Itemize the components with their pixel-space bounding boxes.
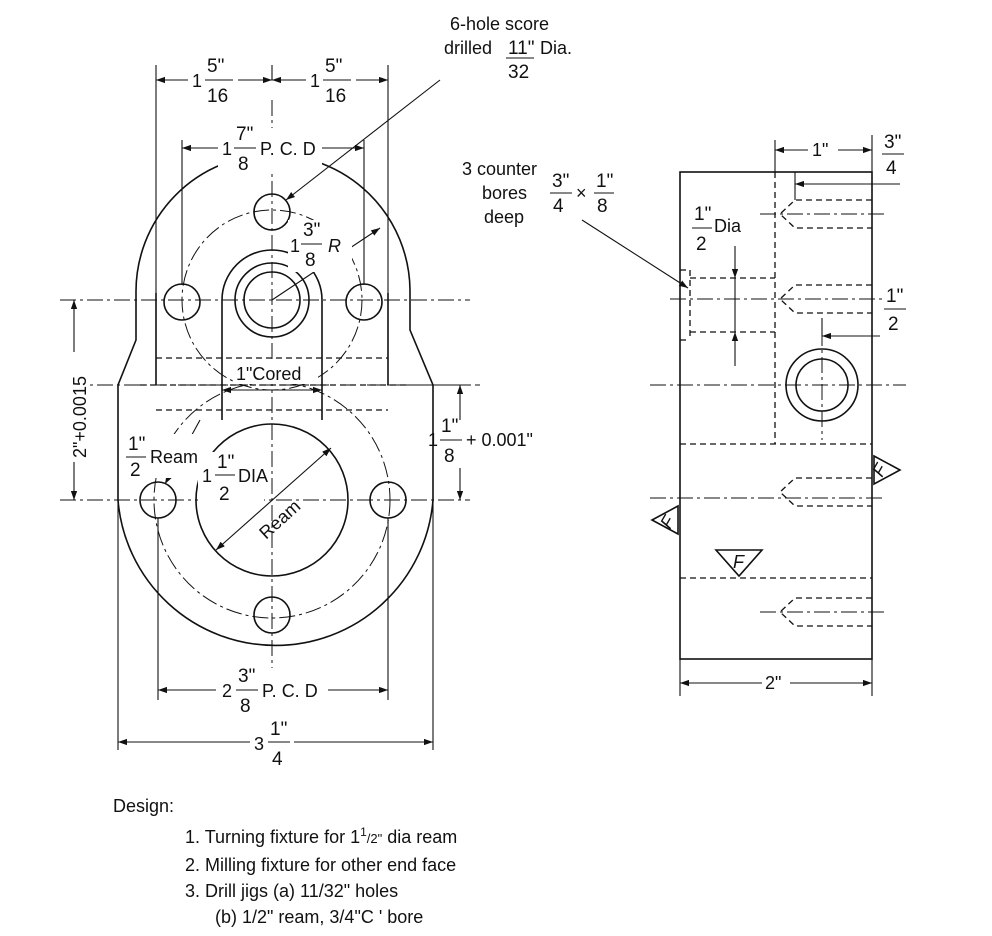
ream-small-num: 1" — [128, 434, 145, 455]
note-item-2: 2. Milling fixture for other end face — [185, 855, 457, 875]
side-view: 1" 3" 4 1" 2 Dia 1" 2 F F F — [650, 132, 906, 696]
note-item-3b: (b) 1/2" ream, 3/4"C ' bore — [215, 907, 424, 927]
ream-small-label: Ream — [150, 447, 198, 467]
dia-den: 2 — [219, 484, 230, 505]
radius-num: 3" — [303, 220, 320, 241]
dim-left-den: 16 — [207, 86, 228, 107]
hole-den: 2 — [696, 234, 707, 255]
dim-left-num: 5" — [207, 56, 224, 77]
dia-suffix: DIA — [238, 466, 268, 486]
front-body-outline — [117, 153, 434, 647]
side-top-dim: 1" — [812, 140, 828, 160]
pcd-bottom-suffix: P. C. D — [262, 681, 318, 701]
overall-whole: 3 — [254, 734, 264, 754]
finish-mark-right: F — [868, 454, 902, 486]
cb-times: × — [576, 183, 587, 203]
pcd-bottom-num: 3" — [238, 666, 255, 687]
pcd-top-num: 7" — [236, 124, 253, 145]
dim-left-whole: 1 — [192, 71, 202, 91]
radius-den: 8 — [305, 250, 316, 271]
cb-den2: 8 — [597, 196, 608, 217]
score-num: 11" — [508, 38, 534, 59]
hole-suffix: Dia — [714, 216, 742, 236]
right-dim-suffix: + 0.001" — [466, 430, 533, 450]
right-dim-whole: 1 — [428, 430, 438, 450]
cored-label: 1"Cored — [236, 364, 301, 384]
dim-right-den: 16 — [325, 86, 346, 107]
counter-line3: deep — [484, 207, 524, 227]
cb-num2: 1" — [596, 171, 613, 192]
side-body-outline — [679, 171, 873, 660]
radius-whole: 1 — [290, 236, 300, 256]
notes-heading: Design: — [113, 796, 175, 816]
pcd-top-den: 8 — [238, 154, 249, 175]
score-line1: 6-hole score — [450, 14, 549, 34]
pcd-bottom-den: 8 — [240, 696, 251, 717]
dia-whole: 1 — [202, 466, 212, 486]
pcd-top-suffix: P. C. D — [260, 139, 316, 159]
cb-num1: 3" — [552, 171, 569, 192]
side-right-num: 1" — [886, 286, 903, 307]
finish-mark-bottom: F — [714, 549, 764, 578]
side-top-right-den: 4 — [886, 158, 897, 179]
dim-right-num: 5" — [325, 56, 342, 77]
svg-text:F: F — [656, 512, 679, 532]
height-dim: 2"+0.0015 — [70, 376, 90, 458]
score-den: 32 — [508, 62, 529, 83]
overall-den: 4 — [272, 749, 283, 770]
ream-small-den: 2 — [130, 460, 141, 481]
finish-mark-left: F — [650, 504, 679, 536]
design-notes: Design: 1. Turning fixture for 11/2" dia… — [113, 793, 457, 930]
side-right-den: 2 — [888, 314, 899, 335]
side-top-right-num: 3" — [884, 132, 901, 153]
dim-right-whole: 1 — [310, 71, 320, 91]
note-item-3: 3. Drill jigs (a) 11/32" holes — [185, 881, 399, 901]
radius-suffix: R — [328, 236, 341, 256]
right-dim-den: 8 — [444, 446, 455, 467]
counterbore-callout: 3 counter bores deep 3" 4 × 1" 8 — [462, 159, 689, 289]
hole-num: 1" — [694, 204, 711, 225]
svg-text:F: F — [733, 552, 745, 572]
cb-den1: 4 — [553, 196, 564, 217]
dia-num: 1" — [217, 452, 234, 473]
score-callout: 6-hole score drilled 11" 32 Dia. — [444, 14, 572, 83]
counter-line1: 3 counter — [462, 159, 537, 179]
side-bottom-dim: 2" — [765, 673, 781, 693]
note-item-1: 1. Turning fixture for 11/2" dia ream — [185, 825, 458, 847]
overall-num: 1" — [270, 719, 287, 740]
right-dim-num: 1" — [441, 416, 458, 437]
score-line2: drilled — [444, 38, 492, 58]
pcd-bottom-whole: 2 — [222, 681, 232, 701]
counter-line2: bores — [482, 183, 527, 203]
pcd-top-whole: 1 — [222, 139, 232, 159]
score-unit: Dia. — [540, 38, 572, 58]
